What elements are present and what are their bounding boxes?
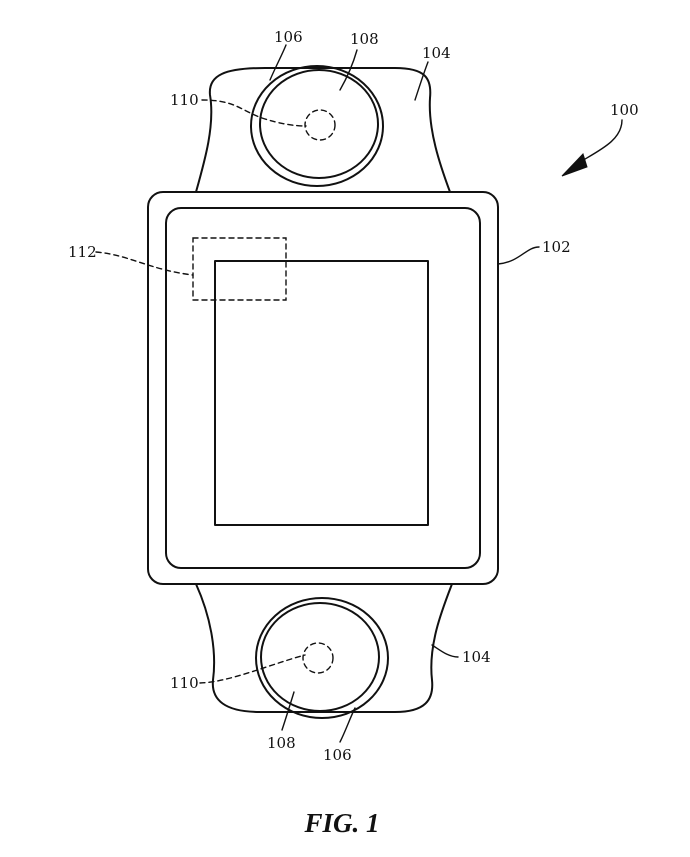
display-screen: [214, 260, 429, 526]
label-112: 112: [68, 243, 97, 261]
leader-108-bottom: [281, 691, 295, 731]
label-108-top: 108: [350, 30, 379, 48]
sensor-window-bottom-outer: [255, 597, 389, 719]
label-106-bottom: 106: [323, 746, 352, 764]
label-102: 102: [542, 238, 571, 256]
label-110-top: 110: [170, 91, 199, 109]
label-104-bottom: 104: [462, 648, 491, 666]
leader-100: [579, 119, 623, 163]
leader-104-top: [414, 61, 429, 101]
leader-110-top: [201, 99, 307, 127]
leader-106-bottom: [339, 707, 356, 743]
leader-108-top: [339, 49, 358, 91]
leader-112: [95, 251, 194, 276]
sensor-top-dashed: [304, 109, 336, 141]
label-110-bottom: 110: [170, 674, 199, 692]
sensor-window-top-inner: [259, 69, 379, 179]
housing-outer: [147, 191, 499, 585]
housing-inner: [165, 207, 481, 569]
sensor-window-top-outer: [250, 65, 384, 187]
leader-106-top: [269, 44, 287, 81]
band-top: [195, 67, 451, 193]
figure-caption: FIG. 1: [303, 808, 379, 838]
sensor-window-bottom-inner: [260, 602, 380, 712]
leader-110-bottom: [199, 654, 306, 684]
label-100: 100: [610, 101, 639, 119]
label-106-top: 106: [274, 28, 303, 46]
arrow-100: [561, 153, 588, 177]
label-108-bottom: 108: [267, 734, 296, 752]
sensor-bottom-dashed: [302, 642, 334, 674]
label-104-top: 104: [422, 44, 451, 62]
band-bottom: [195, 583, 453, 713]
leader-104-bottom: [431, 644, 459, 658]
display-region-dashed: [192, 237, 287, 301]
leader-102: [497, 246, 540, 265]
